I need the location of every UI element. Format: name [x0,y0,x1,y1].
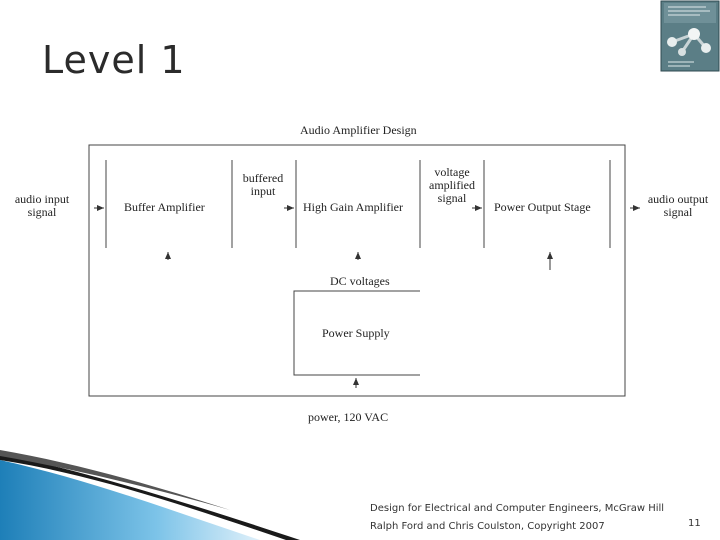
audio-output-label-line1: audio output [647,192,709,206]
audio-output-label: audio output signal [640,193,716,219]
credit-line-2: Ralph Ford and Chris Coulston, Copyright… [370,521,605,532]
dc-voltages-label: DC voltages [330,274,390,288]
design-boundary-box [88,144,626,397]
power-output-stage-block: Power Output Stage [494,200,591,214]
buffered-label-line2: input [250,184,276,198]
book-cover-image [660,0,720,72]
audio-output-label-line2: signal [663,205,693,219]
audio-input-label-line1: audio input [14,192,70,206]
footer-credit: Design for Electrical and Computer Engin… [370,500,664,536]
power-input-label: power, 120 VAC [308,410,389,424]
power-supply-box [293,290,420,376]
buffered-label-line1: buffered [242,171,284,185]
audio-input-label: audio input signal [10,193,74,219]
power-supply-block: Power Supply [322,326,390,340]
buffer-amplifier-block: Buffer Amplifier [124,200,205,214]
diagram-title: Audio Amplifier Design [300,123,417,137]
credit-line-1: Design for Electrical and Computer Engin… [370,503,665,514]
voltage-label-line3: signal [437,191,467,205]
voltage-label-line2: amplified [429,178,475,192]
slide-title: Level 1 [42,38,186,82]
audio-input-label-line2: signal [27,205,57,219]
voltage-label-line1: voltage [434,165,470,179]
buffered-input-label: buffered input [236,172,290,198]
page-number: 11 [688,518,701,529]
high-gain-amplifier-block: High Gain Amplifier [303,200,403,214]
voltage-amplified-label: voltage amplified signal [422,166,482,205]
decorative-swoosh [0,450,300,540]
